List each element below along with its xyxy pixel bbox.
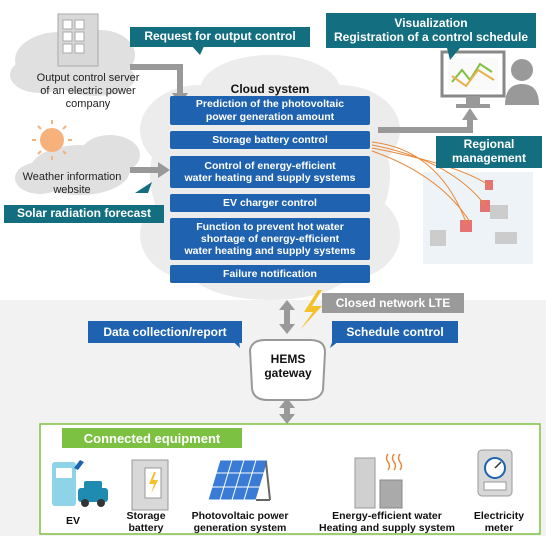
output-control-server-label: Output control server of an electric pow… xyxy=(36,72,140,111)
visualization-callout: Visualization Registration of a control … xyxy=(326,13,536,48)
equipment-ev-label: EV xyxy=(65,515,80,527)
regional-map-icon xyxy=(423,172,533,264)
equipment-storage-battery-label: Storage battery xyxy=(126,510,166,535)
closed-network-label: Closed network LTE xyxy=(322,293,464,313)
electricity-meter-icon xyxy=(477,449,513,497)
monitor-icon xyxy=(440,50,506,108)
request-output-control-callout: Request for output control xyxy=(130,27,310,47)
sun-icon xyxy=(32,120,72,160)
fn-ev-charger-control: EV charger control xyxy=(170,194,370,212)
solar-panel-icon xyxy=(207,459,271,501)
fn-storage-battery-control: Storage battery control xyxy=(170,131,370,149)
person-icon xyxy=(505,59,539,105)
schedule-control-callout: Schedule control xyxy=(332,321,458,343)
fn-water-heating-control: Control of energy-efficient water heatin… xyxy=(170,156,370,188)
equipment-pv-label: Photovoltaic power generation system xyxy=(191,510,289,535)
ev-charger-icon xyxy=(52,460,84,506)
lightning-icon xyxy=(300,290,322,330)
fn-hot-water-shortage: Function to prevent hot water shortage o… xyxy=(170,218,370,260)
solar-radiation-forecast-callout: Solar radiation forecast xyxy=(4,205,164,223)
equipment-electricity-meter-label: Electricity meter xyxy=(473,510,525,535)
equipment-water-heater-label: Energy-efficient water Heating and suppl… xyxy=(319,510,455,535)
fn-failure-notification: Failure notification xyxy=(170,265,370,283)
fn-pv-prediction: Prediction of the photovoltaic power gen… xyxy=(170,96,370,125)
building-icon xyxy=(57,13,99,67)
cloud-system-title: Cloud system xyxy=(230,82,310,96)
connected-equipment-title: Connected equipment xyxy=(62,428,242,448)
weather-website-label: Weather information website xyxy=(22,171,122,197)
data-collection-callout: Data collection/report xyxy=(88,321,242,343)
hems-gateway-label: HEMS gateway xyxy=(264,352,312,381)
water-heater-icon xyxy=(354,453,403,509)
storage-battery-icon xyxy=(131,459,169,511)
car-icon xyxy=(78,481,108,507)
regional-management-callout: Regional management xyxy=(436,136,542,168)
